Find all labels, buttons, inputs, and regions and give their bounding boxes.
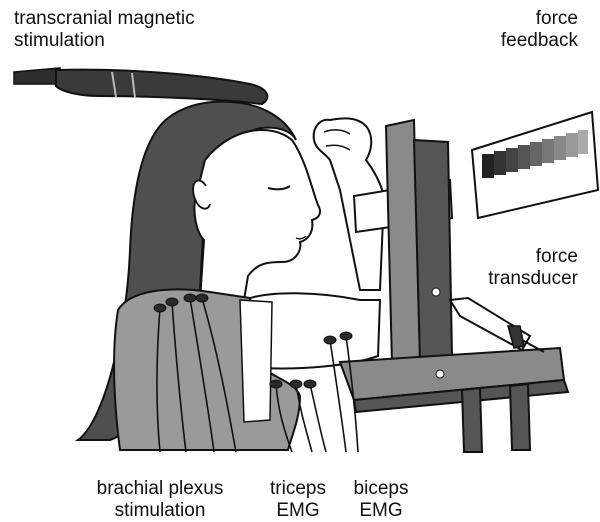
label-force-feedback-line2: feedback <box>501 30 578 52</box>
force-feedback-display <box>472 112 598 218</box>
head <box>193 130 320 300</box>
label-tms-line2: stimulation <box>14 30 195 52</box>
label-triceps-emg: triceps EMG <box>258 478 338 522</box>
force-transducer <box>450 298 544 352</box>
label-tms: transcranial magnetic stimulation <box>14 8 195 52</box>
label-force-transducer-line1: force <box>488 246 578 268</box>
label-force-transducer: force transducer <box>488 246 578 290</box>
label-biceps-emg: biceps EMG <box>346 478 416 522</box>
tms-coil <box>14 68 267 104</box>
label-biceps-line1: biceps <box>346 478 416 500</box>
label-force-feedback: force feedback <box>501 8 578 52</box>
label-brachial-plexus-line2: stimulation <box>80 500 240 522</box>
label-brachial-plexus-line1: brachial plexus <box>80 478 240 500</box>
label-brachial-plexus: brachial plexus stimulation <box>80 478 240 522</box>
label-biceps-line2: EMG <box>346 500 416 522</box>
label-force-feedback-line1: force <box>501 8 578 30</box>
label-tms-line1: transcranial magnetic <box>14 8 195 30</box>
label-force-transducer-line2: transducer <box>488 268 578 290</box>
label-triceps-line1: triceps <box>258 478 338 500</box>
label-triceps-line2: EMG <box>258 500 338 522</box>
